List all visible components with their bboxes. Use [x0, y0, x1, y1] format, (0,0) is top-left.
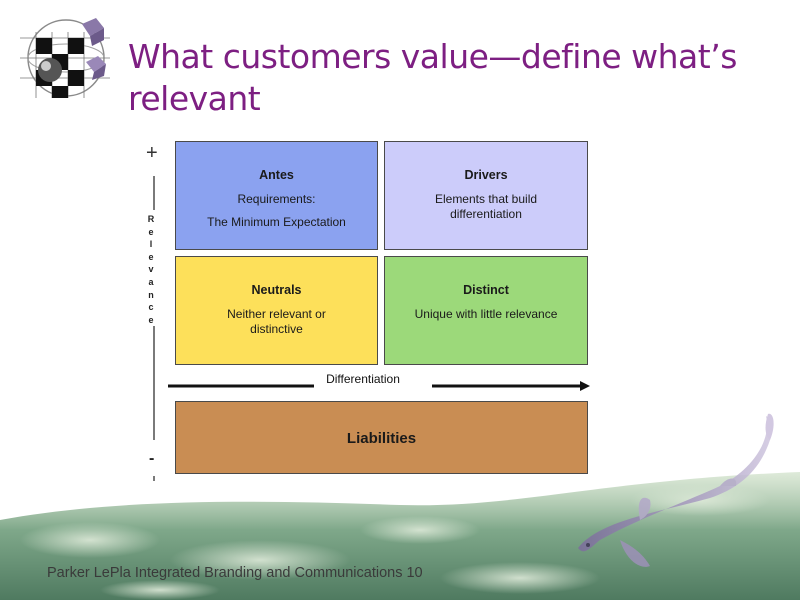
liabilities-box: Liabilities — [175, 401, 588, 474]
distinct-text: Unique with little relevance — [414, 307, 558, 321]
relevance-axis-letter: a — [148, 277, 154, 287]
antes-quadrant: Antes Requirements: The Minimum Expectat… — [175, 141, 378, 250]
neutrals-text: Neither relevant or distinctive — [227, 307, 326, 336]
distinct-heading: Distinct — [463, 283, 509, 297]
neutrals-quadrant: Neutrals Neither relevant or distinctive — [175, 256, 378, 365]
neutrals-heading: Neutrals — [251, 283, 302, 297]
drivers-quadrant: Drivers Elements that build differentiat… — [384, 141, 588, 250]
distinct-quadrant: Distinct Unique with little relevance — [384, 256, 588, 365]
relevance-axis-letter: n — [148, 289, 154, 300]
liabilities-label: Liabilities — [346, 430, 417, 447]
slide-footer: Parker LePla Integrated Branding and Com… — [47, 565, 423, 581]
relevance-axis-letter: e — [148, 226, 154, 237]
relevance-axis-letter: v — [148, 264, 154, 275]
differentiation-label: Differentiation — [326, 372, 400, 386]
slide-title: What customers value—define what’s relev… — [128, 37, 737, 118]
antes-heading: Antes — [259, 168, 294, 182]
axis-minus-marker: - — [149, 450, 155, 467]
relevance-axis-letter: l — [149, 239, 153, 250]
relevance-axis-letter: c — [148, 302, 154, 313]
relevance-axis-letter: e — [148, 314, 154, 325]
relevance-axis-line — [153, 176, 155, 481]
company-logo — [20, 18, 110, 98]
drivers-text: Elements that build differentiation — [434, 192, 538, 221]
differentiation-arrow — [168, 381, 590, 391]
koi-fish-illustration — [578, 413, 774, 567]
drivers-heading: Drivers — [464, 168, 508, 182]
antes-line1: Requirements: — [237, 192, 316, 206]
relevance-axis-letter: e — [148, 251, 154, 262]
antes-line2: The Minimum Expectation — [207, 215, 346, 229]
relevance-axis-letter: R — [147, 214, 155, 224]
axis-plus-marker: + — [146, 142, 158, 164]
